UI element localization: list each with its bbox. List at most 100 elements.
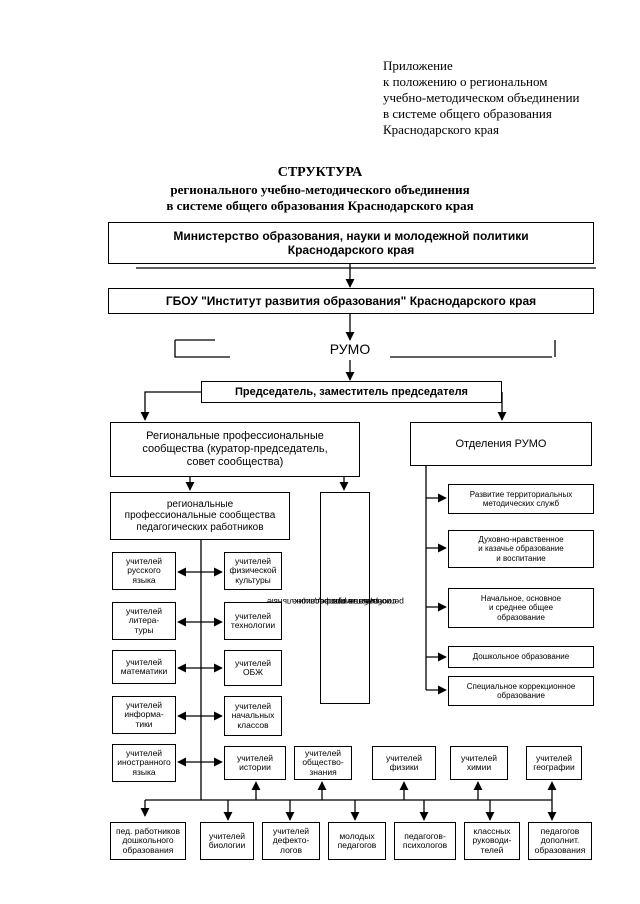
box-line: учителей bbox=[304, 747, 342, 758]
arrow-chair-communities bbox=[140, 391, 201, 421]
box-line: математики bbox=[120, 666, 168, 676]
box-line: молодых bbox=[339, 830, 375, 841]
box-line: дефекто- bbox=[272, 835, 310, 846]
appendix-line: учебно-методическом объединении bbox=[383, 90, 580, 105]
box-line: ОБЖ bbox=[242, 667, 264, 677]
box-line: литера- bbox=[128, 615, 160, 626]
chair-label: Председатель, заместитель председателя bbox=[235, 385, 468, 398]
box-line: классов bbox=[237, 719, 269, 730]
box-line: общество- bbox=[302, 757, 344, 768]
ped-communities-line-1: региональные bbox=[166, 498, 234, 510]
rumo-label: РУМО bbox=[329, 341, 371, 357]
box-line: учителей bbox=[234, 555, 272, 566]
box-line: учителей bbox=[234, 610, 272, 621]
communities-line-3: совет сообщества) bbox=[186, 456, 284, 468]
box-line: информа- bbox=[124, 709, 164, 720]
ped-communities-line-2: профессиональные сообщества bbox=[124, 510, 276, 522]
box-line: тики bbox=[135, 718, 153, 729]
box-line: учителей bbox=[125, 555, 163, 566]
dept-preschool-box: Дошкольное образование bbox=[448, 646, 594, 668]
institute-box: ГБОУ "Институт развития образования" Кра… bbox=[108, 288, 594, 314]
box-line: культуры bbox=[235, 574, 271, 585]
box-line: учителей bbox=[125, 605, 163, 616]
box-line: и казачье образование bbox=[478, 544, 564, 554]
title-line-2: регионального учебно-методического объед… bbox=[170, 182, 470, 197]
leaders-line-3: работников bbox=[332, 597, 378, 607]
box-line: истории bbox=[239, 762, 271, 772]
box-line: знания bbox=[309, 766, 337, 777]
box-line: классных bbox=[473, 825, 511, 836]
box-line: образование bbox=[497, 612, 545, 622]
box-line: логов bbox=[280, 844, 302, 855]
ministry-line-1: Министерство образования, науки и молоде… bbox=[173, 229, 529, 243]
bottom-psychology-box: педагогов-психологов bbox=[394, 822, 456, 860]
box-line: туры bbox=[134, 624, 154, 635]
box-line: биологии bbox=[208, 840, 246, 850]
leaders-communities-box bbox=[320, 492, 370, 704]
chair-box: Председатель, заместитель председателя bbox=[201, 381, 502, 403]
box-line: учителей bbox=[234, 700, 272, 711]
ministry-line-2: Краснодарского края bbox=[287, 243, 415, 257]
box-line: учителей bbox=[234, 657, 272, 668]
box-line: языка bbox=[132, 574, 156, 585]
communities-line-1: Региональные профессиональные bbox=[146, 430, 324, 442]
box-line: дополнит. bbox=[540, 835, 580, 846]
ministry-box: Министерство образования, науки и молоде… bbox=[108, 222, 594, 264]
box-line: психологов bbox=[402, 840, 448, 850]
appendix-line: Краснодарского края bbox=[383, 122, 499, 137]
box-line: иностранного bbox=[117, 757, 171, 768]
box-line: педагогов bbox=[540, 825, 580, 836]
box-line: методических служб bbox=[482, 499, 560, 508]
box-line: Специальное коррекционное bbox=[466, 681, 576, 691]
box-line: учителей bbox=[125, 699, 163, 710]
document-title: СТРУКТУРА регионального учебно-методичес… bbox=[60, 164, 580, 214]
box-line: начальных bbox=[231, 710, 275, 721]
communities-line-2: сообщества (куратор-председатель, bbox=[142, 443, 328, 455]
box-line: Дошкольное образование bbox=[472, 652, 570, 662]
box-line: Начальное, основное bbox=[480, 593, 562, 603]
departments-head-box: Отделения РУМО bbox=[410, 422, 592, 466]
box-line: педагогов- bbox=[404, 830, 446, 841]
departments-head-label: Отделения РУМО bbox=[455, 437, 547, 450]
appendix-line: в системе общего образования bbox=[383, 106, 552, 121]
box-line: технологии bbox=[230, 620, 276, 630]
box-line: Духовно-нравственное bbox=[478, 534, 564, 544]
appendix-note: Приложение к положению о региональном уч… bbox=[383, 58, 633, 138]
box-line: учителей bbox=[385, 752, 423, 763]
box-line: учителей bbox=[125, 656, 163, 667]
box-line: языка bbox=[132, 766, 156, 777]
rumo-bracket-left bbox=[174, 340, 230, 358]
box-line: русского bbox=[127, 565, 161, 576]
box-line: пед. работников bbox=[115, 825, 181, 836]
box-line: учителей bbox=[208, 830, 246, 841]
institute-label: ГБОУ "Институт развития образования" Кра… bbox=[165, 294, 537, 308]
box-line: и воспитание bbox=[496, 553, 546, 563]
box-line: учителей bbox=[272, 825, 310, 836]
box-line: географии bbox=[533, 762, 575, 772]
box-line: Развитие территориальных bbox=[469, 489, 573, 499]
ped-communities-line-3: педагогических работников bbox=[136, 521, 264, 533]
title-line-3: в системе общего образования Краснодарск… bbox=[166, 198, 474, 213]
box-line: образование bbox=[497, 691, 545, 700]
